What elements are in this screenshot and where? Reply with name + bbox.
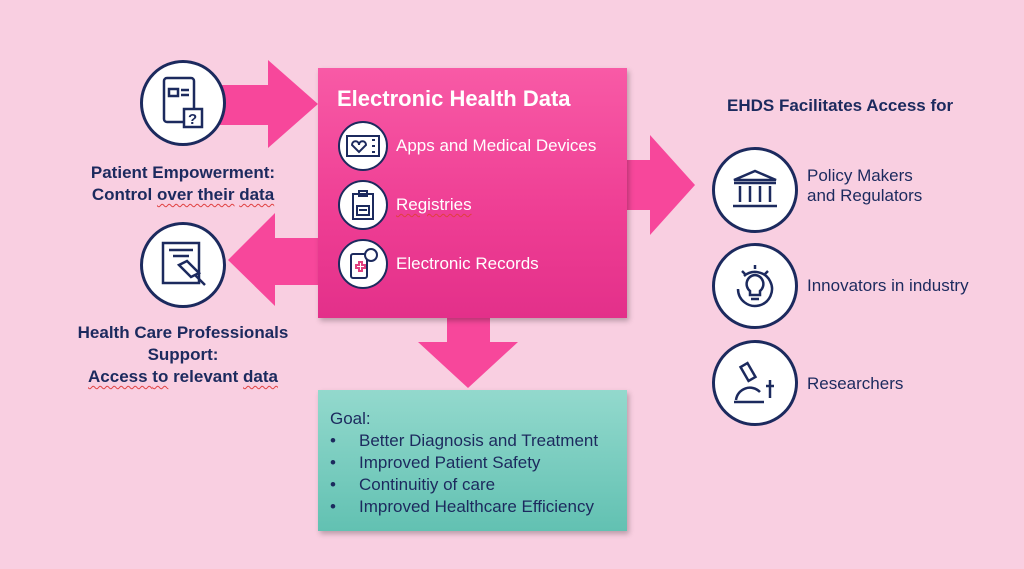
lightbulb-icon [712,243,798,329]
box-title: Electronic Health Data [337,86,571,111]
phone-medical-icon [338,239,388,289]
goal-item: •Continuitiy of care [330,475,496,494]
arrow-left-to-hcp [228,213,318,306]
item-registries: Registries [338,180,472,230]
syringe-document-icon [140,222,226,308]
goal-item: •Better Diagnosis and Treatment [330,431,599,450]
arrow-right-to-box [220,60,318,148]
arrow-down-to-goal [418,318,518,388]
government-building-icon [712,147,798,233]
access-title: EHDS Facilitates Access for [727,96,954,115]
patient-empowerment-label: Patient Empowerment: Control over their … [90,163,276,204]
item-electronic-records: Electronic Records [338,239,539,289]
heart-monitor-icon [338,121,388,171]
item-apps-devices: Apps and Medical Devices [338,121,596,171]
goal-item: •Improved Healthcare Efficiency [330,497,594,516]
electronic-health-data-box: Electronic Health Data Apps and Medical … [318,68,627,318]
svg-text:?: ? [188,111,197,128]
innovators-label: Innovators in industry [807,276,969,295]
goal-box: Goal: •Better Diagnosis and Treatment •I… [318,390,627,531]
goal-heading: Goal: [330,409,371,428]
researchers-label: Researchers [807,374,904,393]
goal-item: •Improved Patient Safety [330,453,541,472]
clipboard-icon [338,180,388,230]
tablet-question-icon: ? [140,60,226,146]
microscope-icon [712,340,798,426]
hcp-support-label: Health Care Professionals Support: Acces… [77,323,289,386]
arrow-right-to-access [627,135,695,235]
